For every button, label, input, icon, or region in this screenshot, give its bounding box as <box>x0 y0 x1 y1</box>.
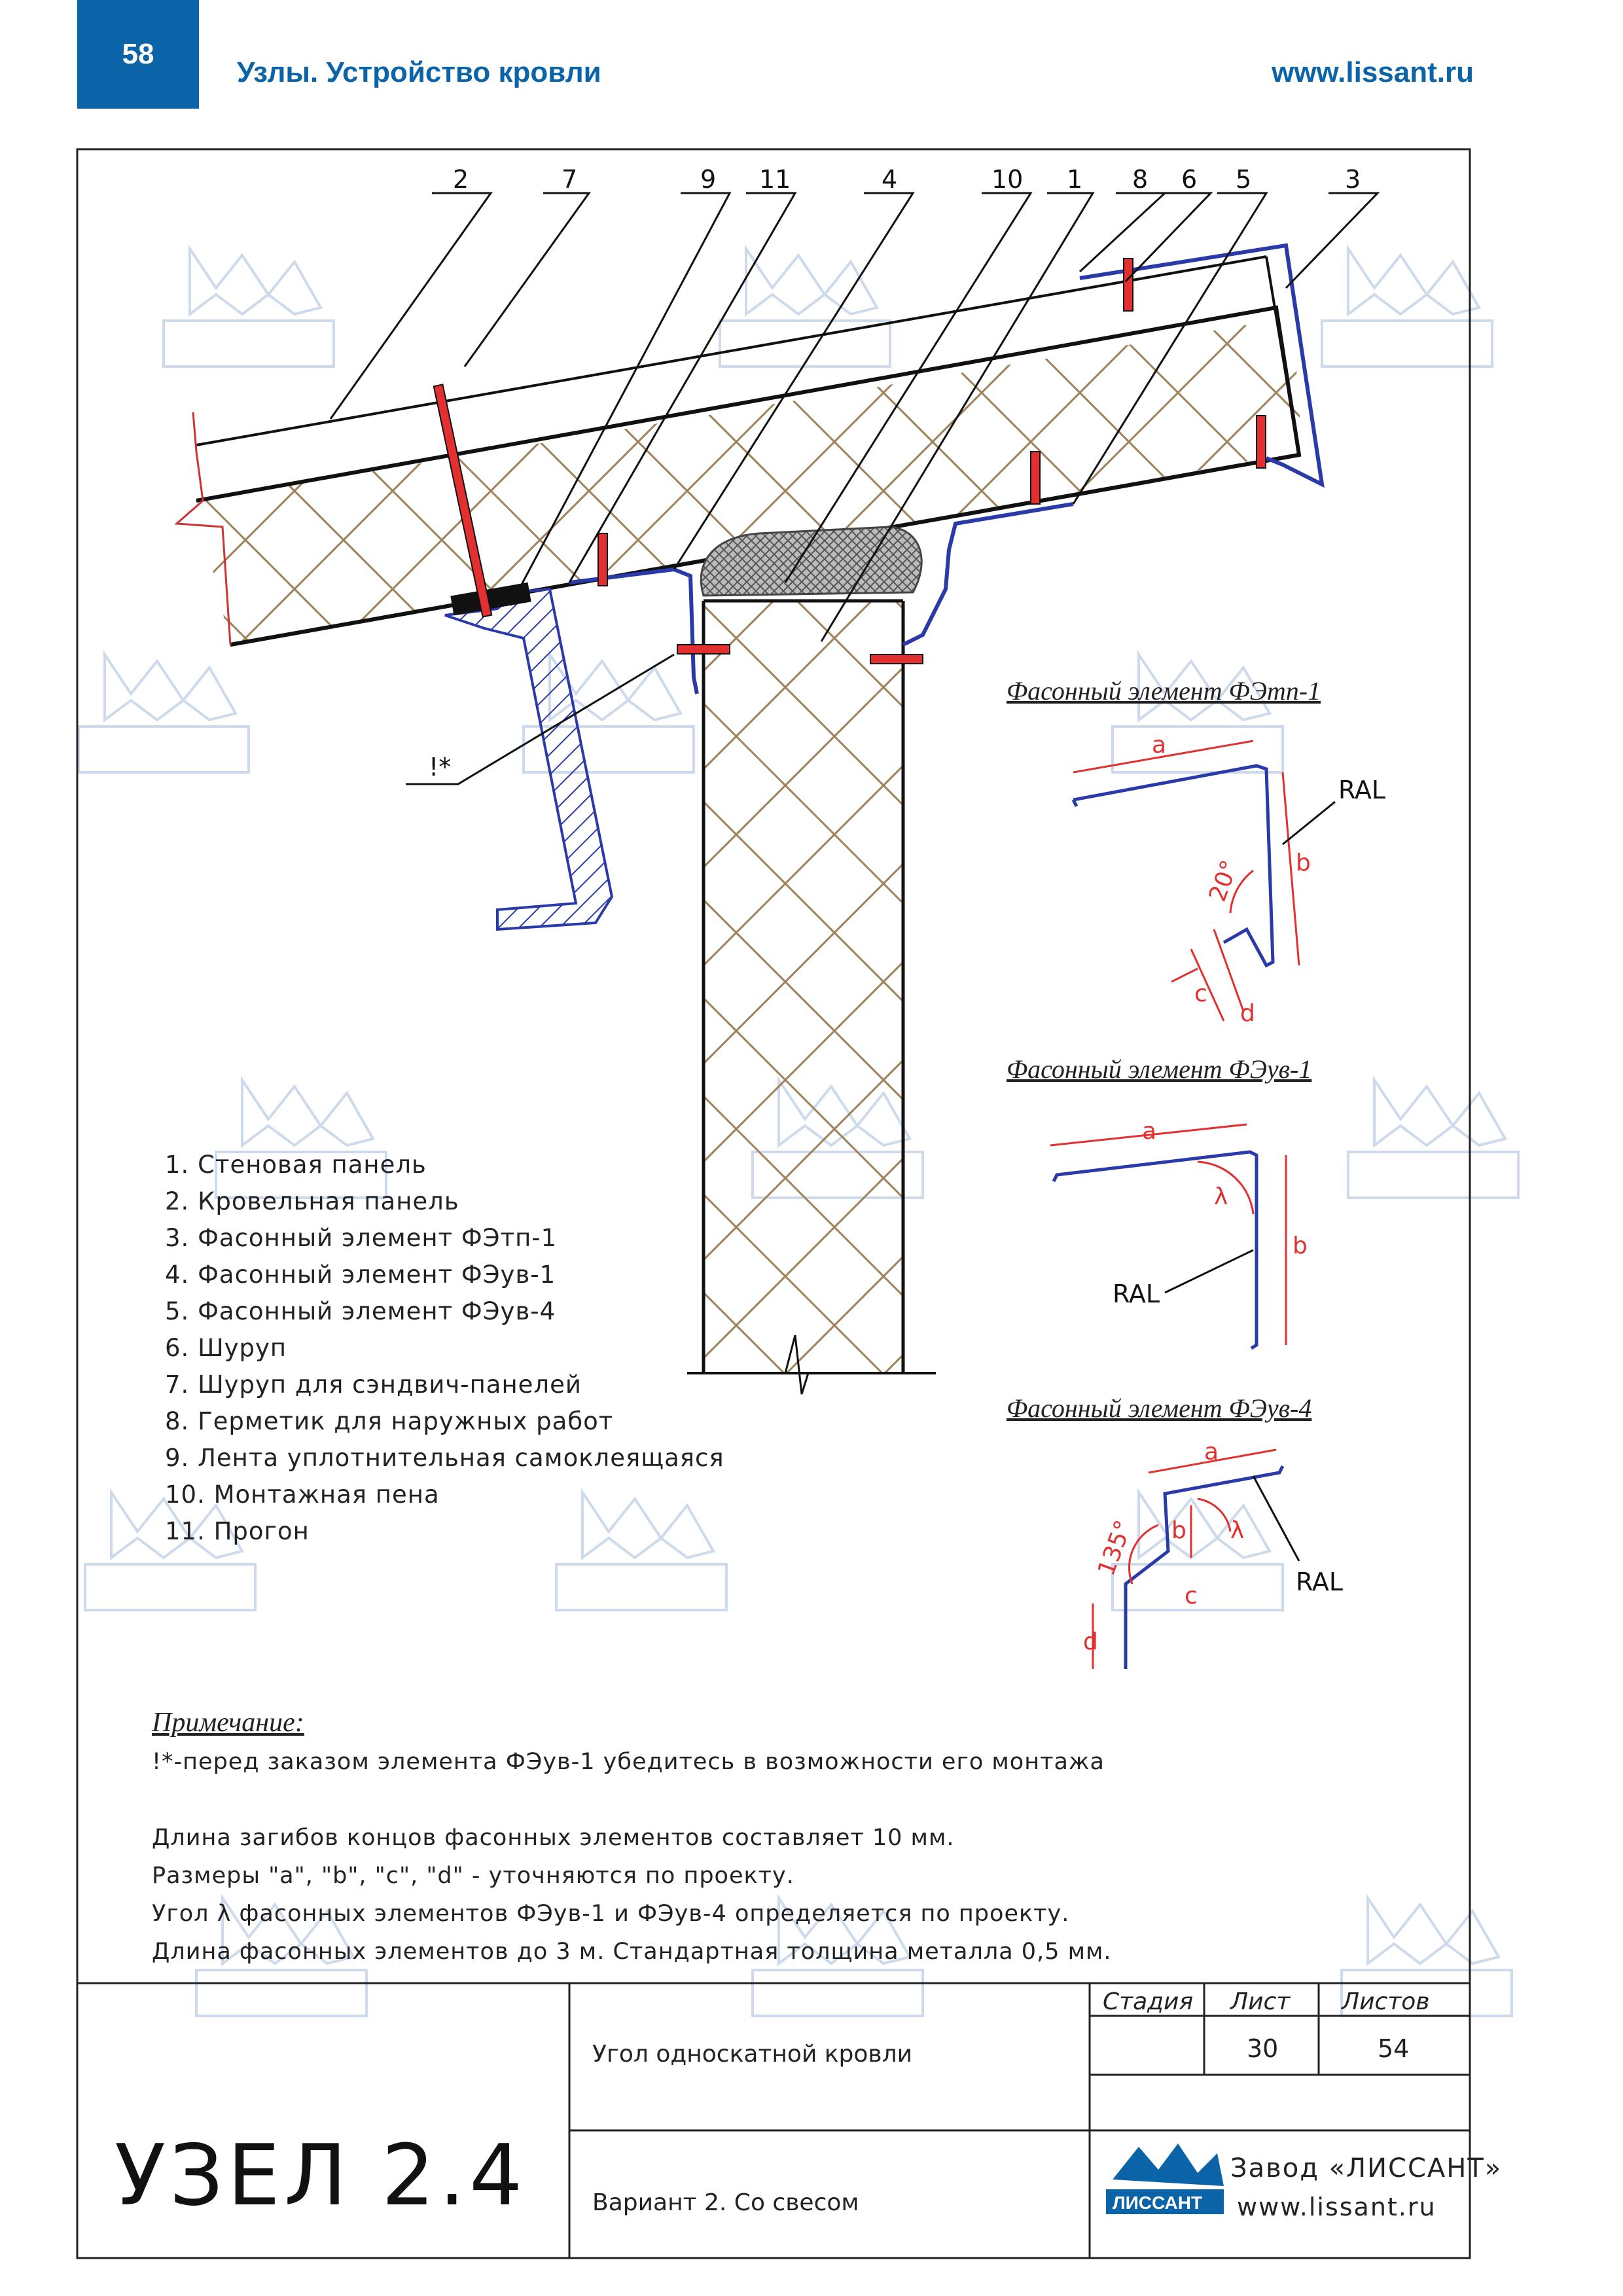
detail-title-fetp1: Фасонный элемент ФЭтп-1 <box>1007 676 1321 706</box>
header-title: Узлы. Устройство кровли <box>237 56 601 88</box>
callout-9: 9 <box>700 165 716 194</box>
callout-1: 1 <box>1067 165 1082 194</box>
callout-leaders <box>329 192 1380 785</box>
callout-11: 11 <box>759 165 791 194</box>
dim-a: a <box>1204 1439 1219 1465</box>
purlin <box>444 587 614 931</box>
ral-label: RAL <box>1338 776 1385 804</box>
legend-item: 3. Фасонный элемент ФЭтп-1 <box>165 1224 558 1252</box>
legend-item: 9. Лента уплотнительная самоклеящаяся <box>165 1444 724 1472</box>
note-line: Размеры "а", "b", "c", "d" - уточняются … <box>152 1863 794 1889</box>
sheets-label: Листов <box>1342 1988 1430 2015</box>
dim-lambda: λ <box>1230 1517 1244 1544</box>
legend-item: 6. Шуруп <box>165 1334 287 1362</box>
stage-label: Стадия <box>1103 1988 1194 2015</box>
dim-angle-20: 20° <box>1204 857 1243 905</box>
detail-feuv1: a b λ RAL <box>1050 1118 1308 1350</box>
sheets-value: 54 <box>1378 2034 1410 2063</box>
dim-angle-135: 135° <box>1093 1517 1137 1580</box>
callout-3: 3 <box>1345 165 1361 194</box>
sheet-value: 30 <box>1247 2034 1279 2063</box>
legend-item: 7. Шуруп для сэндвич-панелей <box>165 1371 582 1399</box>
note-marker: !* <box>429 753 451 781</box>
drawing-name: Угол односкатной кровли <box>592 2041 913 2068</box>
logo-text: ЛИССАНТ <box>1113 2193 1202 2213</box>
legend-item: 2. Кровельная панель <box>165 1187 459 1215</box>
detail-feuv4: a b c d λ 135° RAL <box>1083 1439 1343 1669</box>
title-block-frame <box>77 1982 1470 2258</box>
callout-numbers: 2 7 9 11 4 10 1 8 6 5 3 !* <box>429 165 1361 781</box>
dim-c: c <box>1185 1583 1198 1609</box>
header-url: www.lissant.ru <box>1272 56 1474 88</box>
flashing-fetp1 <box>1079 243 1325 488</box>
page-number: 58 <box>77 0 199 109</box>
callout-2: 2 <box>453 165 469 194</box>
note-heading: Примечание: <box>152 1708 304 1738</box>
note-line: Длина фасонных элементов до 3 м. Стандар… <box>152 1939 1112 1965</box>
legend-item: 1. Стеновая панель <box>165 1151 427 1179</box>
callout-4: 4 <box>882 165 897 194</box>
dim-d: d <box>1240 1000 1255 1027</box>
screws <box>433 258 1266 664</box>
callout-5: 5 <box>1236 165 1251 194</box>
dim-c: c <box>1194 980 1207 1007</box>
note-star: !*-перед заказом элемента ФЭув-1 убедите… <box>152 1749 1105 1775</box>
callout-6: 6 <box>1181 165 1197 194</box>
dim-b: b <box>1171 1517 1186 1544</box>
wall-panel <box>704 601 903 1373</box>
flashing-feuv4 <box>902 502 1074 647</box>
callout-10: 10 <box>991 165 1023 194</box>
drawing-variant: Вариант 2. Со свесом <box>592 2189 859 2216</box>
legend-item: 5. Фасонный элемент ФЭув-4 <box>165 1297 556 1325</box>
dim-b: b <box>1296 850 1311 876</box>
legend-item: 8. Герметик для наружных работ <box>165 1407 614 1435</box>
callout-7: 7 <box>562 165 577 194</box>
company-logo: ЛИССАНТ <box>1106 2144 1224 2214</box>
mounting-foam <box>700 526 923 597</box>
dim-lambda: λ <box>1214 1183 1228 1210</box>
drawing-frame <box>76 148 1471 2259</box>
note-line: Длина загибов концов фасонных элементов … <box>152 1825 955 1851</box>
company-url: www.lissant.ru <box>1237 2193 1436 2221</box>
dim-d: d <box>1083 1628 1098 1655</box>
flashing-feuv1 <box>569 567 699 694</box>
legend-item: 4. Фасонный элемент ФЭув-1 <box>165 1261 556 1289</box>
callout-8: 8 <box>1132 165 1148 194</box>
detail-fetp1: a b c d 20° RAL <box>1071 732 1385 1027</box>
company-name: Завод «ЛИССАНТ» <box>1230 2153 1503 2183</box>
legend-item: 10. Монтажная пена <box>165 1480 440 1509</box>
ral-label: RAL <box>1113 1280 1160 1308</box>
legend-list: 1. Стеновая панель 2. Кровельная панель … <box>165 1147 724 1550</box>
ral-label: RAL <box>1296 1568 1343 1596</box>
dim-a: a <box>1152 732 1166 759</box>
dim-a: a <box>1142 1118 1156 1145</box>
node-title: УЗЕЛ 2.4 <box>115 2127 527 2225</box>
dim-b: b <box>1293 1232 1308 1259</box>
sealing-tape <box>450 582 531 616</box>
legend-item: 11. Прогон <box>165 1517 310 1545</box>
detail-title-feuv1: Фасонный элемент ФЭув-1 <box>1007 1054 1312 1084</box>
sheet-label: Лист <box>1230 1988 1291 2015</box>
detail-title-feuv4: Фасонный элемент ФЭув-4 <box>1007 1393 1312 1423</box>
note-line: Угол λ фасонных элементов ФЭув-1 и ФЭув-… <box>152 1901 1070 1927</box>
